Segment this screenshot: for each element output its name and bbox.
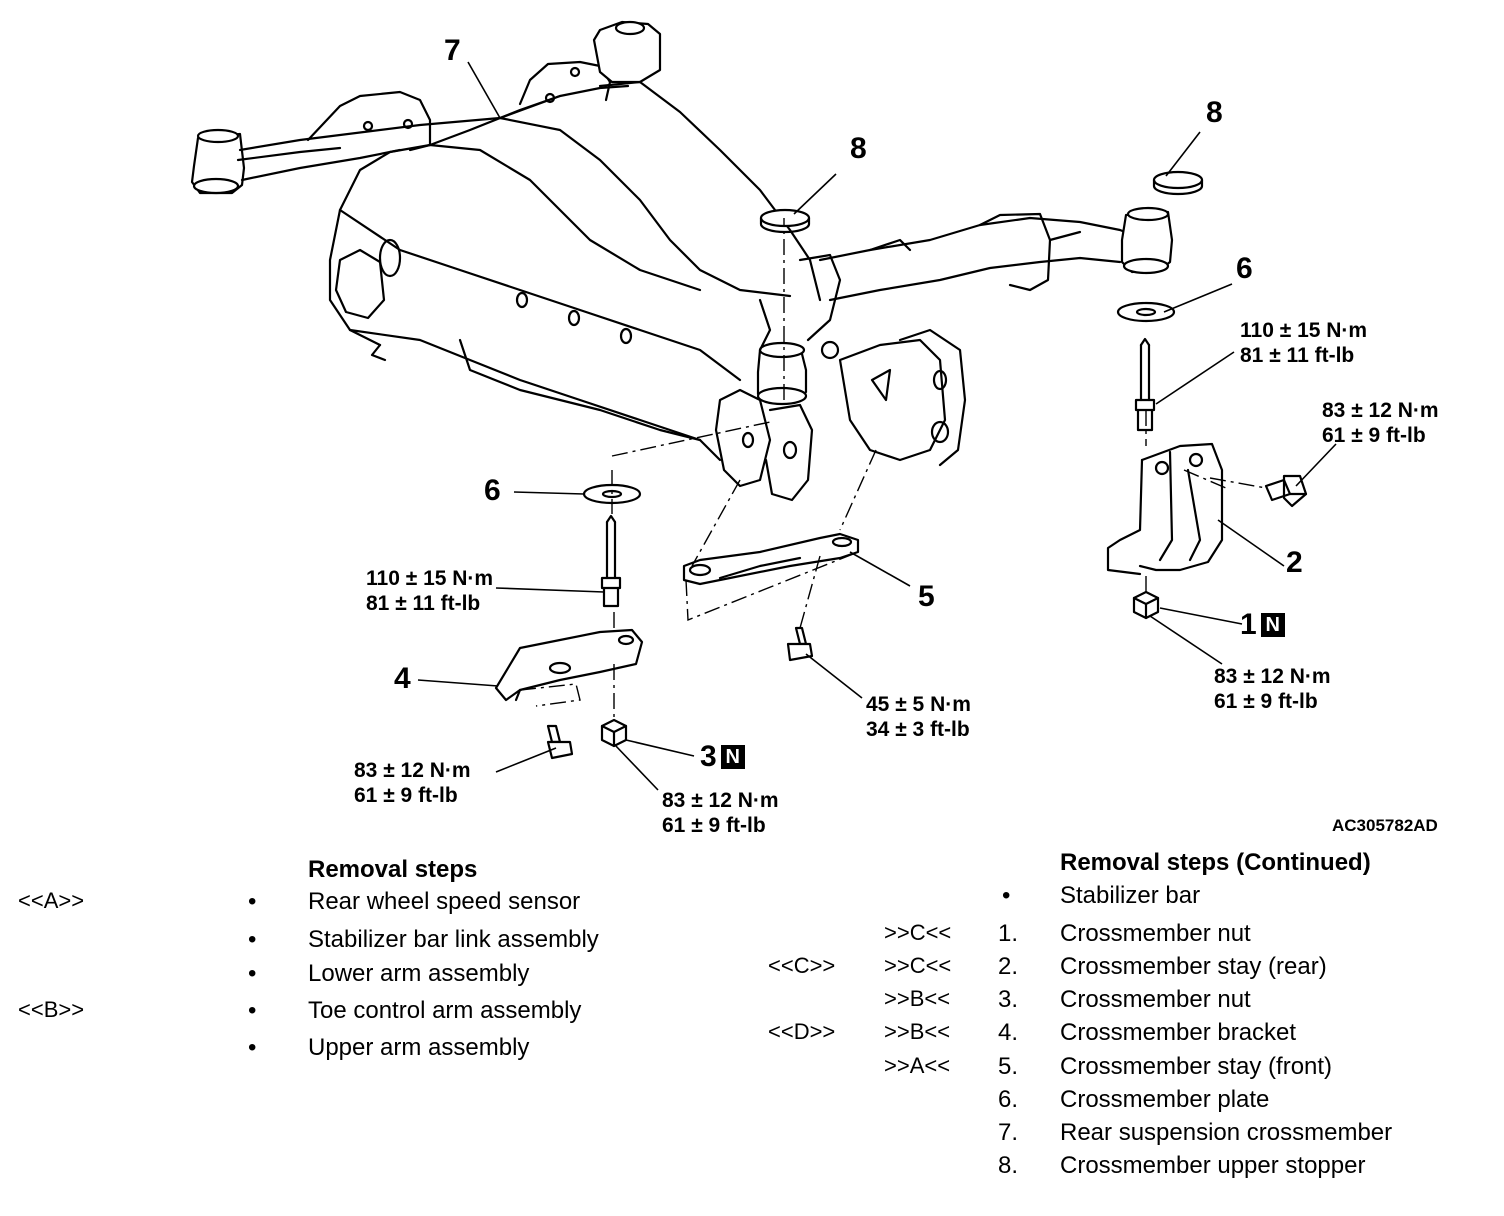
torque-stud-left: 110 ± 15 N·m 81 ± 11 ft-lb	[366, 566, 493, 616]
torque-nm: 110 ± 15 N·m	[1240, 319, 1368, 342]
stud-bolt-left	[600, 514, 622, 608]
crossmember-stay-rear	[1106, 442, 1224, 576]
removal-steps-heading: Removal steps	[308, 856, 478, 883]
callout-3-number: 3	[700, 740, 717, 773]
step-number: •	[1002, 882, 1011, 909]
stud-bolt-right	[1134, 337, 1156, 432]
callout-2: 2	[1286, 546, 1303, 579]
figure-id: AC305782AD	[1332, 816, 1438, 835]
step-number: 3.	[998, 986, 1019, 1013]
step-text: Crossmember stay (front)	[1060, 1053, 1333, 1080]
torque-bracket-bolt: 83 ± 12 N·m 61 ± 9 ft-lb	[354, 758, 471, 808]
torque-nm: 83 ± 12 N·m	[354, 759, 471, 782]
step-text: Crossmember nut	[1060, 920, 1251, 947]
step-number: 6.	[998, 1086, 1019, 1113]
upper-stopper-right	[1152, 170, 1204, 196]
torque-stud-right: 110 ± 15 N·m 81 ± 11 ft-lb	[1240, 318, 1367, 368]
torque-nm: 83 ± 12 N·m	[1214, 665, 1331, 688]
torque-ftlb: 61 ± 9 ft-lb	[354, 784, 458, 807]
bullet: •	[248, 1034, 257, 1061]
bullet: •	[248, 997, 257, 1024]
upper-stopper-center	[759, 208, 811, 234]
removal-ref: <<D>>	[768, 1019, 836, 1044]
callout-5: 5	[918, 580, 935, 613]
callout-6-right: 6	[1236, 252, 1253, 285]
crossmember-exploded-diagram	[190, 20, 1337, 791]
torque-ftlb: 81 ± 11 ft-lb	[366, 592, 481, 615]
nut-1	[1132, 590, 1160, 620]
bullet: •	[248, 926, 257, 953]
removal-ref: <<B>>	[18, 997, 85, 1022]
torque-nut-3: 83 ± 12 N·m 61 ± 9 ft-lb	[662, 788, 779, 838]
callout-4: 4	[394, 662, 411, 695]
callout-7: 7	[444, 34, 461, 67]
install-ref: >>C<<	[884, 920, 952, 945]
crossmember-plate-right	[1116, 301, 1176, 323]
step-number: 5.	[998, 1053, 1019, 1080]
step-number: 7.	[998, 1119, 1019, 1146]
torque-ftlb: 61 ± 9 ft-lb	[1322, 424, 1426, 447]
step-text: Crossmember upper stopper	[1060, 1152, 1366, 1179]
step-text: Upper arm assembly	[308, 1034, 530, 1061]
step-text: Crossmember nut	[1060, 986, 1251, 1013]
callout-8-right: 8	[1206, 96, 1223, 129]
step-text: Stabilizer bar link assembly	[308, 926, 599, 953]
crossmember-stay-front	[682, 532, 860, 586]
step-text: Crossmember bracket	[1060, 1019, 1297, 1046]
bullet: •	[248, 960, 257, 987]
removal-ref: <<A>>	[18, 888, 85, 913]
torque-ftlb: 34 ± 3 ft-lb	[866, 718, 970, 741]
callout-6-left: 6	[484, 474, 501, 507]
install-ref: >>A<<	[884, 1053, 951, 1078]
torque-ftlb: 81 ± 11 ft-lb	[1240, 344, 1355, 367]
torque-ftlb: 61 ± 9 ft-lb	[1214, 690, 1318, 713]
torque-stay-front: 45 ± 5 N·m 34 ± 3 ft-lb	[866, 692, 971, 742]
torque-nm: 45 ± 5 N·m	[866, 693, 971, 716]
crossmember-bracket	[494, 628, 644, 702]
step-number: 8.	[998, 1152, 1019, 1179]
removal-ref: <<C>>	[768, 953, 836, 978]
install-ref: >>B<<	[884, 1019, 951, 1044]
new-part-badge: N	[1260, 613, 1285, 637]
callout-1-number: 1	[1240, 608, 1257, 641]
step-text: Toe control arm assembly	[308, 997, 582, 1024]
nut-3	[600, 718, 628, 748]
step-text: Rear suspension crossmember	[1060, 1119, 1393, 1146]
step-number: 1.	[998, 920, 1019, 947]
install-ref: >>B<<	[884, 986, 951, 1011]
bolt-stay-rear	[1264, 474, 1308, 508]
callout-8-center: 8	[850, 132, 867, 165]
torque-bolt-stay-rear: 83 ± 12 N·m 61 ± 9 ft-lb	[1322, 398, 1439, 448]
new-part-badge: N	[720, 745, 745, 769]
torque-nm: 110 ± 15 N·m	[366, 567, 494, 590]
step-text: Crossmember stay (rear)	[1060, 953, 1327, 980]
install-ref: >>C<<	[884, 953, 952, 978]
torque-ftlb: 61 ± 9 ft-lb	[662, 814, 766, 837]
step-text: Crossmember plate	[1060, 1086, 1270, 1113]
step-text: Stabilizer bar	[1060, 882, 1201, 909]
torque-nm: 83 ± 12 N·m	[1322, 399, 1439, 422]
bolt-bracket	[546, 724, 574, 760]
rear-suspension-crossmember	[190, 20, 1174, 502]
step-number: 4.	[998, 1019, 1019, 1046]
bolt-stay-front	[786, 626, 814, 662]
torque-nm: 83 ± 12 N·m	[662, 789, 779, 812]
step-text: Lower arm assembly	[308, 960, 530, 987]
removal-steps-continued-heading: Removal steps (Continued)	[1060, 849, 1371, 876]
step-number: 2.	[998, 953, 1019, 980]
step-text: Rear wheel speed sensor	[308, 888, 581, 915]
torque-nut-1: 83 ± 12 N·m 61 ± 9 ft-lb	[1214, 664, 1331, 714]
bullet: •	[248, 888, 257, 915]
